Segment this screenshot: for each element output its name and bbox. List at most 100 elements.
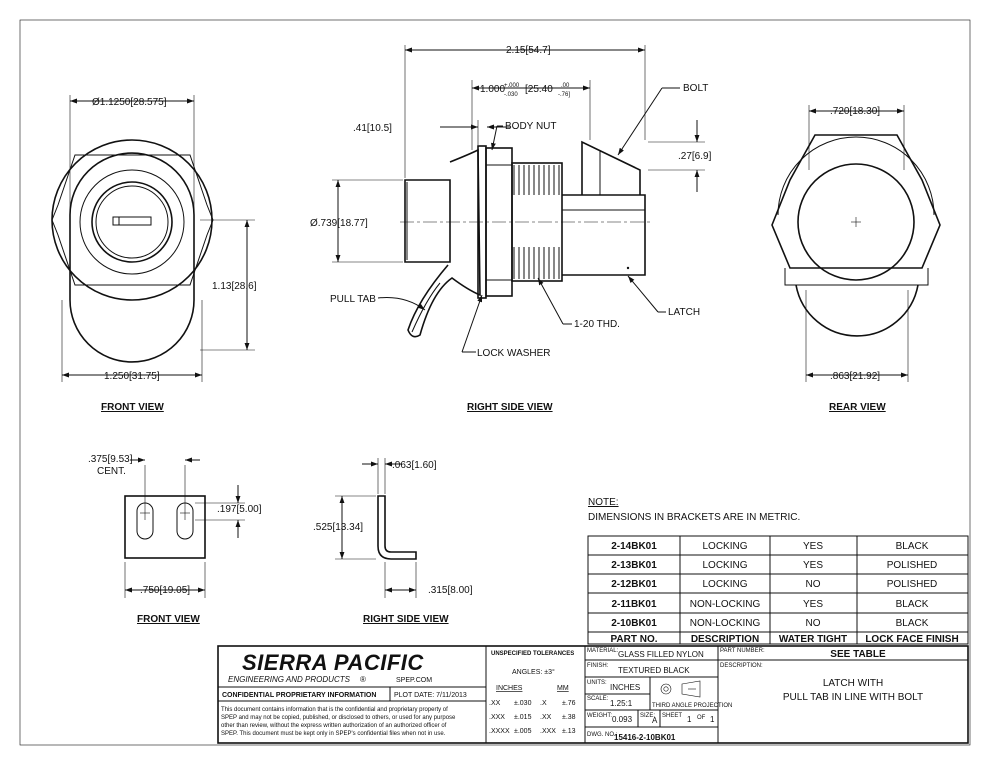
bracket-side-view: .063[1.60] .525[13.34] .315[8.00] RIGHT … <box>313 458 473 625</box>
tolerance-cell: ±.015 <box>514 714 532 721</box>
finish-value: TEXTURED BLACK <box>618 666 690 675</box>
disclaimer-line: This document contains information that … <box>221 707 448 713</box>
table-cell: NO <box>806 618 821 629</box>
table-cell: YES <box>803 560 823 571</box>
table-row: 2-13BK01 <box>611 560 657 571</box>
description-line-1: LATCH WITH <box>823 678 883 689</box>
table-row: 2-14BK01 <box>611 541 657 552</box>
part-number-value: SEE TABLE <box>830 649 886 660</box>
tolerance-inches-header: INCHES <box>496 685 523 692</box>
tolerance-cell: ±.030 <box>514 700 532 707</box>
bracket-525-dim: .525[13.34] <box>313 522 363 533</box>
side-dia-dim: Ø.739[18.77] <box>310 218 368 229</box>
part-number-label: PART NUMBER: <box>720 648 765 654</box>
tolerance-title: UNSPECIFIED TOLERANCES <box>491 651 574 657</box>
tolerance-cell: .XXX <box>540 728 556 735</box>
tolerance-cell: ±.005 <box>514 728 532 735</box>
dwg-label: DWG. NO.: <box>587 732 618 738</box>
dwg-value: 15416-2-10BK01 <box>614 733 676 742</box>
bracket-750-dim: .750[19.05] <box>140 585 190 596</box>
weight-label: WEIGHT: <box>587 713 612 719</box>
of-label: OF <box>697 715 706 721</box>
side-overall-dim: 2.15[54.7] <box>506 45 551 56</box>
note-text: DIMENSIONS IN BRACKETS ARE IN METRIC. <box>588 512 800 523</box>
front-view: Ø1.1250[28.575] 1.13[28.6] 1.250[31.75] … <box>51 95 257 413</box>
side-nut-dim-e: .00 <box>561 83 570 89</box>
units-label: UNITS: <box>587 680 607 686</box>
of-value: 1 <box>710 715 715 724</box>
scale-value: 1.25:1 <box>610 699 633 708</box>
table-header: DESCRIPTION <box>691 634 759 645</box>
side-nut-dim-c: -.030 <box>504 92 518 98</box>
disclaimer-line: SPEP. This document must be kept only in… <box>221 731 446 737</box>
disclaimer-line: other than review, without the express w… <box>221 723 447 729</box>
scale-label: SCALE: <box>587 696 609 702</box>
company-name: SIERRA PACIFIC <box>242 650 424 675</box>
tolerance-cell: ±.76 <box>562 700 576 707</box>
registered-mark: ® <box>360 675 366 684</box>
confidential-label: CONFIDENTIAL PROPRIETARY INFORMATION <box>222 692 376 699</box>
lock-washer-callout: LOCK WASHER <box>477 348 551 359</box>
bracket-side-view-label: RIGHT SIDE VIEW <box>363 614 449 625</box>
body-nut-callout: BODY NUT <box>505 121 557 132</box>
table-header: WATER TIGHT <box>779 634 847 645</box>
table-row: 2-10BK01 <box>611 618 657 629</box>
bracket-front-view: .375[9.53] CENT. .197[5.00] .750[19.05] … <box>88 454 262 625</box>
front-dia-dim: Ø1.1250[28.575] <box>92 97 167 108</box>
table-cell: NON-LOCKING <box>690 599 761 610</box>
tolerance-cell: .X <box>540 700 547 707</box>
material-label: MATERIAL: <box>587 648 619 654</box>
bracket-197-dim: .197[5.00] <box>217 504 262 515</box>
bracket-cent-dim-a: .375[9.53] <box>88 454 133 465</box>
side-nut-dim-a: 1.000 <box>480 84 505 95</box>
table-cell: LOCKING <box>702 541 747 552</box>
company-web: SPEP.COM <box>396 677 432 684</box>
table-header: PART NO. <box>610 634 657 645</box>
side-nut-dim-b: +.000 <box>504 83 520 89</box>
table-row: 2-11BK01 <box>611 599 656 610</box>
right-side-view-label: RIGHT SIDE VIEW <box>467 402 553 413</box>
table-cell: POLISHED <box>887 579 938 590</box>
latch-callout: LATCH <box>668 307 700 318</box>
tolerance-cell: .XXX <box>489 714 505 721</box>
note-title: NOTE: <box>588 497 619 508</box>
pull-tab-callout: PULL TAB <box>330 294 376 305</box>
side-41-dim: .41[10.5] <box>353 123 392 134</box>
side-nut-dim-f: -.76] <box>558 92 570 98</box>
sheet-value: 1 <box>687 715 692 724</box>
disclaimer-line: SPEP and may not be copied, published, o… <box>221 715 456 721</box>
sheet-label: SHEET <box>662 713 682 719</box>
tolerance-cell: .XX <box>540 714 552 721</box>
description-line-2: PULL TAB IN LINE WITH BOLT <box>783 692 923 703</box>
table-cell: BLACK <box>896 599 929 610</box>
front-height-dim: 1.13[28.6] <box>212 281 257 292</box>
rear-view: .720[18.30] .863[21.92] REAR VIEW <box>771 105 941 413</box>
rear-bottom-dim: .863[21.92] <box>830 371 880 382</box>
table-cell: LOCKING <box>702 560 747 571</box>
rear-view-label: REAR VIEW <box>829 402 886 413</box>
tolerance-cell: .XX <box>489 700 501 707</box>
table-cell: LOCKING <box>702 579 747 590</box>
thread-callout: 1-20 THD. <box>574 319 620 330</box>
side-nut-dim-d: [25.40 <box>525 84 553 95</box>
projection-label: THIRD ANGLE PROJECTION <box>652 703 732 709</box>
tolerance-cell: ±.38 <box>562 714 576 721</box>
bracket-cent-dim-b: CENT. <box>97 466 126 477</box>
table-cell: YES <box>803 599 823 610</box>
part-table: 2-14BK01 LOCKING YES BLACK 2-13BK01 LOCK… <box>587 535 969 645</box>
right-side-view: 2.15[54.7] 1.000 +.000 -.030 [25.40 .00 … <box>310 45 712 413</box>
material-value: GLASS FILLED NYLON <box>618 650 704 659</box>
size-label: SIZE: <box>640 713 655 719</box>
tolerance-cell: ±.13 <box>562 728 576 735</box>
sheet-border <box>19 19 971 746</box>
front-view-label: FRONT VIEW <box>101 402 164 413</box>
title-block: SIERRA PACIFIC ENGINEERING AND PRODUCTS … <box>217 645 969 744</box>
weight-value: 0.093 <box>612 715 633 724</box>
description-label: DESCRIPTION: <box>720 663 763 669</box>
tolerance-angles: ANGLES: ±3° <box>512 668 555 676</box>
side-27-dim: .27[6.9] <box>678 151 712 162</box>
table-cell: POLISHED <box>887 560 938 571</box>
table-cell: BLACK <box>896 541 929 552</box>
bracket-front-view-label: FRONT VIEW <box>137 614 200 625</box>
